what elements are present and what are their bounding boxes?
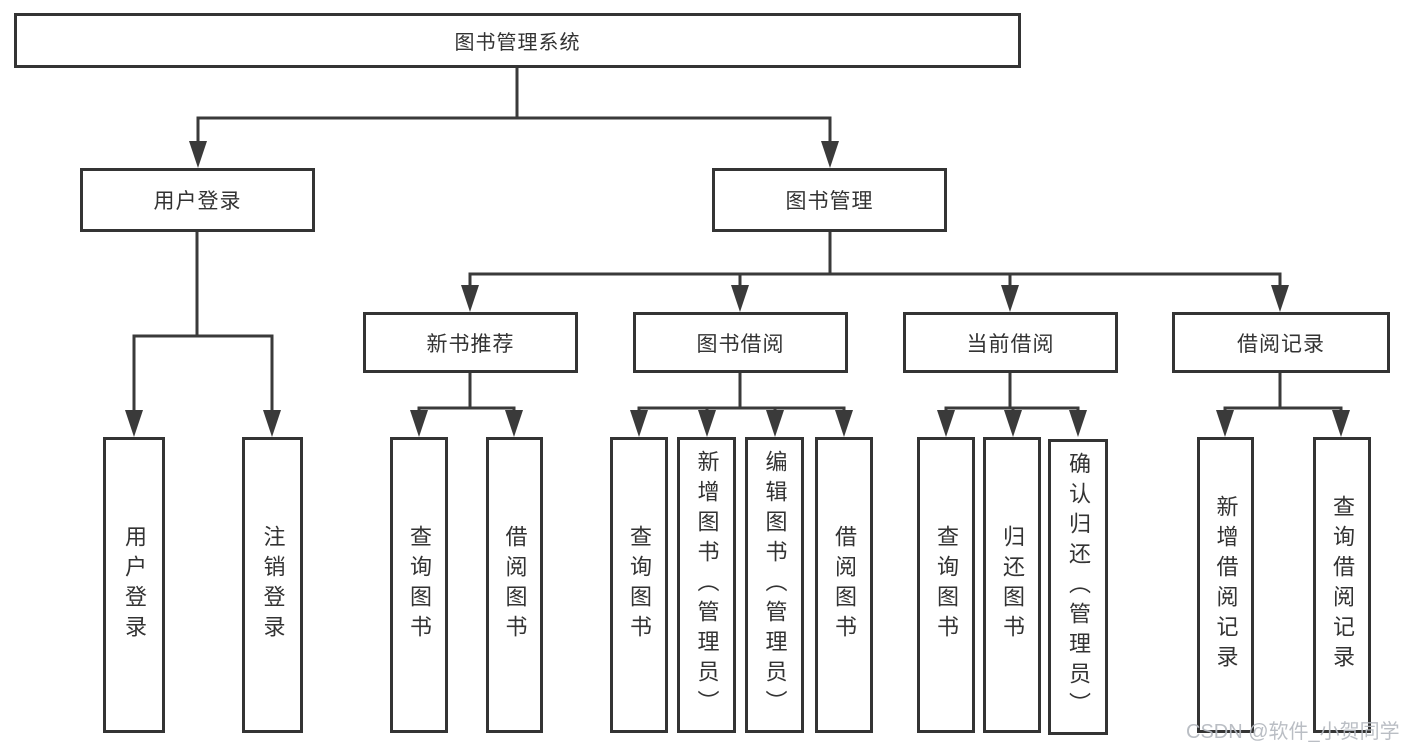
leaf-bb-edit-books-admin: 编辑图书（管理员） [745, 437, 804, 733]
arrow-icon [1001, 285, 1019, 312]
leaf-cb-confirm-return-admin: 确认归还（管理员） [1048, 439, 1108, 735]
node-root-label: 图书管理系统 [454, 32, 581, 54]
connector-new-book-rec [417, 373, 516, 416]
arrow-icon [189, 141, 207, 168]
node-new-book-recommend-label: 新书推荐 [426, 332, 515, 356]
leaf-user-login: 用户登录 [103, 437, 165, 733]
node-book-management-label: 图书管理 [785, 190, 874, 213]
arrow-icon [505, 410, 523, 437]
node-user-login-label: 用户登录 [153, 190, 242, 213]
node-book-borrowing: 图书借阅 [633, 312, 848, 373]
leaf-logout: 注销登录 [242, 437, 303, 733]
leaf-bb-add-books-admin-label: 新增图书（管理员） [694, 450, 720, 720]
connector-user-login [132, 232, 274, 414]
arrow-icon [937, 410, 955, 437]
node-book-borrowing-label: 图书借阅 [696, 332, 785, 356]
connector-borrow-records [1223, 373, 1343, 416]
node-current-borrowing: 当前借阅 [903, 312, 1118, 373]
leaf-br-add-record: 新增借阅记录 [1197, 437, 1254, 733]
leaf-nbr-query-books-label: 查询图书 [407, 525, 432, 645]
leaf-br-add-record-label: 新增借阅记录 [1213, 495, 1239, 675]
arrow-icon [698, 410, 716, 437]
leaf-nbr-borrow-books-label: 借阅图书 [502, 525, 528, 645]
node-root: 图书管理系统 [14, 13, 1021, 68]
arrow-icon [1004, 410, 1022, 437]
leaf-nbr-query-books: 查询图书 [390, 437, 448, 733]
connector-book-mgmt [468, 232, 1282, 290]
node-book-management: 图书管理 [712, 168, 947, 232]
leaf-bb-borrow-books: 借阅图书 [815, 437, 873, 733]
csdn-watermark: CSDN @软件_小贺同学 [1186, 721, 1400, 743]
connector-current-borrow [944, 373, 1080, 416]
connector-root [196, 68, 832, 145]
leaf-bb-query-books: 查询图书 [610, 437, 668, 733]
leaf-cb-return-books: 归还图书 [983, 437, 1041, 733]
arrow-icon [1332, 410, 1350, 437]
node-borrow-records: 借阅记录 [1172, 312, 1390, 373]
arrow-icon [835, 410, 853, 437]
leaf-cb-confirm-return-admin-label: 确认归还（管理员） [1066, 452, 1091, 722]
arrow-icon [1271, 285, 1289, 312]
leaf-bb-borrow-books-label: 借阅图书 [832, 525, 857, 645]
arrow-icon [630, 410, 648, 437]
node-borrow-records-label: 借阅记录 [1237, 332, 1325, 356]
node-current-borrowing-label: 当前借阅 [966, 332, 1055, 356]
node-new-book-recommend: 新书推荐 [363, 312, 578, 373]
arrow-icon [821, 141, 839, 168]
arrow-icon [125, 410, 143, 437]
node-user-login: 用户登录 [80, 168, 315, 232]
arrow-icon [766, 410, 784, 437]
leaf-bb-add-books-admin: 新增图书（管理员） [677, 437, 736, 733]
connector-book-borrow [637, 373, 846, 416]
leaf-nbr-borrow-books: 借阅图书 [486, 437, 543, 733]
leaf-bb-query-books-label: 查询图书 [627, 525, 652, 645]
arrow-icon [410, 410, 428, 437]
arrow-icon [731, 285, 749, 312]
arrow-icon [461, 285, 479, 312]
arrow-icon [1069, 410, 1087, 437]
leaf-user-login-label: 用户登录 [122, 525, 147, 645]
leaf-br-query-record-label: 查询借阅记录 [1330, 495, 1355, 675]
leaf-br-query-record: 查询借阅记录 [1313, 437, 1371, 733]
leaf-logout-label: 注销登录 [260, 525, 286, 645]
arrow-icon [1216, 410, 1234, 437]
arrow-icon [263, 410, 281, 437]
leaf-cb-query-books-label: 查询图书 [934, 525, 959, 645]
leaf-bb-edit-books-admin-label: 编辑图书（管理员） [762, 450, 788, 720]
leaf-cb-query-books: 查询图书 [917, 437, 975, 733]
leaf-cb-return-books-label: 归还图书 [1000, 525, 1025, 645]
